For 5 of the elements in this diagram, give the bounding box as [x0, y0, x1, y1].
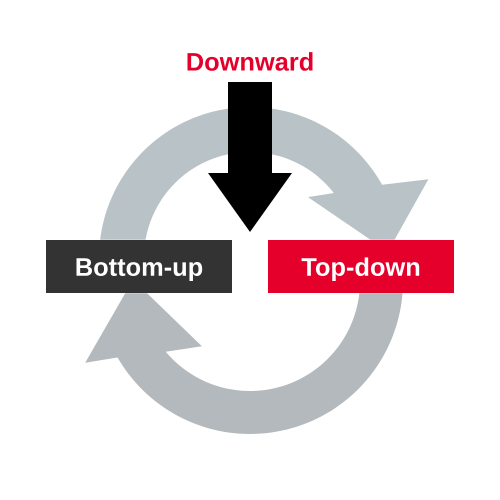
down-arrow	[208, 82, 292, 232]
arrow-label: Downward	[188, 52, 313, 71]
label-box: Bottom-up	[46, 240, 232, 293]
label-box: Top-down	[268, 240, 454, 293]
curved-arrow	[85, 293, 403, 434]
